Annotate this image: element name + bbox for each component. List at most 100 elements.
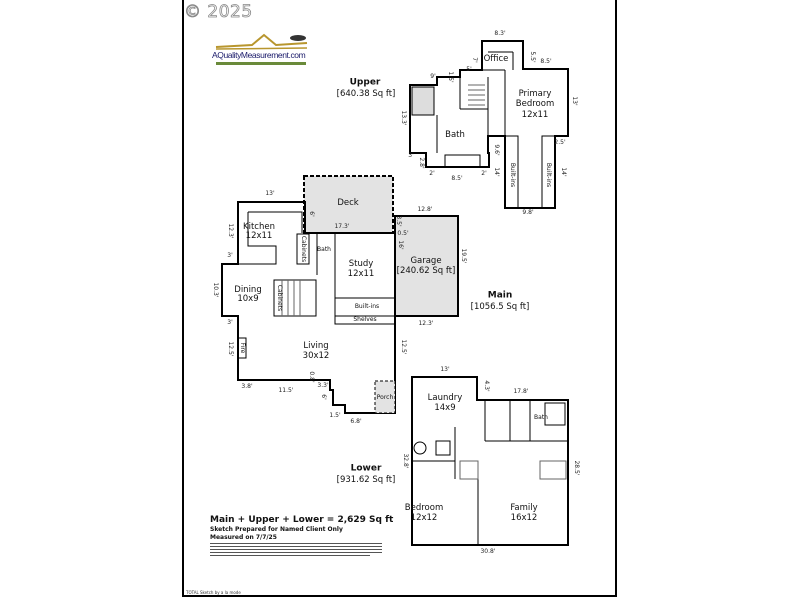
dimension-label: 17.8' [513, 388, 529, 395]
disclaimer-fine-print [210, 542, 400, 556]
dimension-label: 4.3' [483, 380, 490, 392]
dimension-label: 1.5' [447, 71, 454, 83]
room-garage-area: [240.62 Sq ft] [396, 265, 456, 276]
dimension-label: 10.3' [212, 282, 219, 298]
porch-area [374, 380, 396, 414]
dimension-label: 12.5' [400, 339, 407, 355]
summary-block: Main + Upper + Lower = 2,629 Sq ft Sketc… [210, 515, 400, 556]
dimension-label: 8.3' [494, 30, 506, 37]
dimension-label: 2.8' [418, 157, 425, 169]
fireplace-label: Fire [239, 342, 246, 354]
room-family-size: 16x12 [510, 512, 538, 523]
builtins-label-b: Built-ins [545, 162, 552, 188]
dimension-label: 12.3' [227, 223, 234, 239]
room-study-size: 12x11 [347, 268, 375, 279]
room-dining-size: 10x9 [237, 293, 259, 304]
upper-floor-title: Upper [349, 77, 381, 88]
dimension-label: 6' [308, 211, 315, 217]
house-roof-icon [215, 33, 308, 65]
dimension-label: 6' [320, 394, 327, 400]
dimension-label: 7' [471, 57, 478, 63]
room-laundry-size: 14x9 [434, 402, 456, 413]
dimension-label: 6.8' [350, 418, 362, 425]
prepared-note: Sketch Prepared for Named Client Only [210, 526, 343, 533]
dimension-label: 19.5' [460, 248, 467, 264]
dimension-label: 13' [571, 96, 578, 106]
dimension-label: 13' [440, 366, 450, 373]
dimension-label: 5.5' [529, 51, 536, 63]
dimension-label: 0.5' [397, 230, 409, 237]
dimension-label: 9' [430, 73, 436, 80]
dimension-label: 32.8' [402, 453, 409, 469]
dimension-label: 13' [265, 190, 275, 197]
room-porch: Porch [376, 394, 394, 401]
logo-text: AQualityMeasurement.com [212, 50, 306, 60]
room-deck: Deck [337, 197, 359, 208]
dimension-label: 3' [227, 252, 233, 259]
dimension-label: 8.5' [451, 175, 463, 182]
dimension-label: 3.3' [317, 382, 329, 389]
dimension-label: 13.3' [400, 110, 407, 126]
dimension-label: 3.8' [241, 383, 253, 390]
footer-credit: TOTAL Sketch by a la mode [186, 590, 241, 595]
room-kitchen-size: 12x11 [245, 230, 273, 241]
room-main-bath: Bath [317, 246, 331, 253]
main-outline [221, 201, 396, 414]
room-dining: Dining [234, 284, 262, 295]
room-lower-bath: Bath [534, 414, 548, 421]
room-kitchen: Kitchen [243, 221, 275, 232]
dimension-label: 14' [560, 167, 567, 177]
dimension-label: 12.5' [227, 341, 234, 357]
cabinets-label-a: Cabinets [300, 235, 307, 263]
dimension-label: 2' [481, 170, 487, 177]
dimension-label: 3' [227, 319, 233, 326]
dimension-label: 14' [493, 167, 500, 177]
room-study: Study [348, 258, 374, 269]
lower-floor-title: Lower [350, 463, 382, 474]
dimension-label: 30.8' [480, 548, 496, 555]
room-office: Office [483, 53, 509, 64]
room-bedroom: Bedroom [404, 502, 444, 513]
dimension-label: 0.8' [308, 371, 315, 383]
builtins-label-a: Built-ins [509, 162, 516, 188]
room-laundry: Laundry [427, 392, 463, 403]
dimension-label: 3' [408, 152, 414, 159]
page-frame [182, 0, 617, 597]
dimension-label: 17.3' [334, 223, 350, 230]
room-primary-bedroom: Primary [518, 88, 552, 99]
builtins-main-label: Built-ins [354, 303, 380, 310]
dimension-label: 9.8' [522, 209, 534, 216]
dimension-label: 12.3' [418, 320, 434, 327]
room-family: Family [510, 502, 538, 513]
dimension-label: 11.5' [278, 387, 294, 394]
dimension-label: 16' [397, 240, 404, 250]
room-upper-bath: Bath [445, 129, 465, 140]
main-floor-title: Main [487, 290, 513, 301]
lower-outline [411, 376, 569, 546]
room-garage: Garage [410, 255, 442, 266]
upper-floor-area: [640.38 Sq ft] [336, 88, 396, 99]
room-bedroom-size: 12x12 [410, 512, 438, 523]
total-area: Main + Upper + Lower = 2,629 Sq ft [210, 515, 394, 525]
dimension-label: 2.5' [554, 139, 566, 146]
shelves-label: Shelves [353, 316, 377, 323]
company-logo: AQualityMeasurement.com [212, 33, 310, 73]
lower-floor-area: [931.62 Sq ft] [336, 474, 396, 485]
dimension-label: 2' [429, 170, 435, 177]
dimension-label: 3.5' [395, 215, 402, 227]
dimension-label: 12.8' [417, 206, 433, 213]
room-living: Living [303, 340, 329, 351]
dimension-label: 9.6' [493, 144, 500, 156]
room-living-size: 30x12 [302, 350, 330, 361]
copyright-watermark: © 2025 [184, 2, 253, 23]
dimension-label: 28.5' [573, 460, 580, 476]
deck-area [303, 175, 394, 234]
cabinets-label-b: Cabinets [276, 284, 283, 312]
room-primary-bedroom-label2: Bedroom [515, 98, 555, 109]
measured-date: Measured on 7/7/25 [210, 534, 277, 541]
dimension-label: 1.5' [329, 412, 341, 419]
dimension-label: 8.5' [540, 58, 552, 65]
main-floor-area: [1056.5 Sq ft] [470, 301, 530, 312]
dimension-label: 5' [466, 66, 472, 73]
